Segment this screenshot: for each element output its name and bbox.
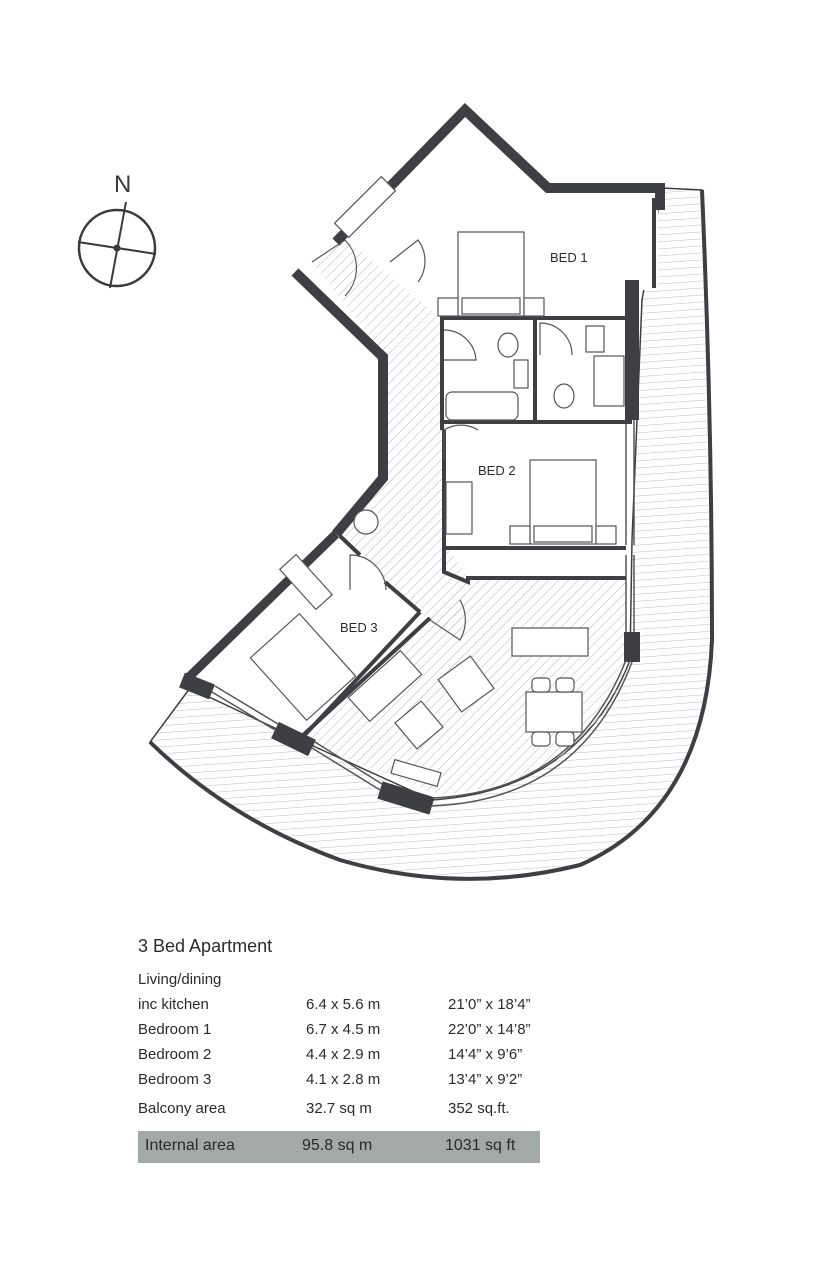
north-label: N: [114, 171, 131, 198]
schedule-row-bedroom-3: Bedroom 3 4.1 x 2.8 m 13’4” x 9’2”: [138, 1071, 558, 1096]
row-name: inc kitchen: [138, 996, 209, 1013]
row-imperial: 352 sq.ft.: [448, 1100, 510, 1117]
schedule-title: 3 Bed Apartment: [138, 936, 273, 956]
walls: [179, 102, 665, 815]
schedule-row-bedroom-2: Bedroom 2 4.4 x 2.9 m 14’4” x 9’6”: [138, 1046, 558, 1071]
hallway: [312, 238, 468, 640]
compass-icon: [77, 208, 157, 288]
area-schedule: 3 Bed Apartment Living/dining inc kitche…: [138, 936, 558, 1163]
room-label-bed-1: BED 1: [550, 250, 588, 265]
windows: [211, 420, 635, 807]
row-metric: 6.7 x 4.5 m: [306, 1021, 381, 1038]
row-name: Living/dining: [138, 971, 222, 988]
schedule-row-kitchen: inc kitchen 6.4 x 5.6 m 21’0” x 18’4”: [138, 996, 558, 1021]
row-metric: 6.4 x 5.6 m: [306, 996, 381, 1013]
row-name: Bedroom 2: [138, 1046, 212, 1063]
bed-3-furniture: [249, 509, 379, 722]
schedule-row-living: Living/dining: [138, 971, 558, 996]
row-imperial: 22’0” x 14’8”: [448, 1021, 531, 1038]
bedroom-1: [345, 120, 658, 318]
floor-plan: N BED 1 BED 2 BED 3: [77, 102, 715, 881]
compass: N: [77, 171, 157, 289]
row-metric: 95.8 sq m: [302, 1137, 373, 1154]
row-imperial: 14’4” x 9’6”: [448, 1046, 523, 1063]
living-furniture: [347, 627, 589, 788]
bathroom-fixtures: [445, 325, 625, 421]
bed-2-furniture: [445, 459, 617, 545]
row-name: Bedroom 1: [138, 1021, 212, 1038]
row-metric: 4.1 x 2.8 m: [306, 1071, 381, 1088]
schedule-row-internal-area: Internal area 95.8 sq m 1031 sq ft: [138, 1131, 540, 1163]
row-name: Bedroom 3: [138, 1071, 212, 1088]
row-imperial: 21’0” x 18’4”: [448, 996, 531, 1013]
doors: [311, 239, 573, 641]
room-label-bed-2: BED 2: [478, 463, 516, 478]
row-name: Internal area: [145, 1137, 235, 1154]
schedule-row-bedroom-1: Bedroom 1 6.7 x 4.5 m 22’0” x 14’8”: [138, 1021, 558, 1046]
schedule-row-balcony: Balcony area 32.7 sq m 352 sq.ft.: [138, 1100, 558, 1125]
row-metric: 32.7 sq m: [306, 1100, 372, 1117]
row-metric: 4.4 x 2.9 m: [306, 1046, 381, 1063]
row-imperial: 13’4” x 9’2”: [448, 1071, 523, 1088]
row-name: Balcony area: [138, 1100, 226, 1117]
row-imperial: 1031 sq ft: [445, 1137, 516, 1154]
room-label-bed-3: BED 3: [340, 620, 378, 635]
bed-1-furniture: [333, 175, 545, 317]
